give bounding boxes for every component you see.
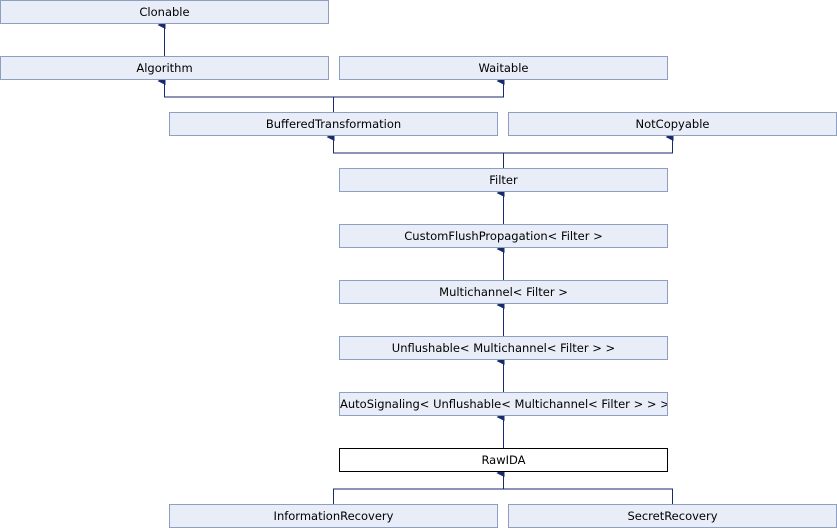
node-custom-flush-propagation[interactable]: CustomFlushPropagation< Filter >: [339, 224, 668, 248]
node-waitable[interactable]: Waitable: [339, 56, 668, 80]
node-information-recovery[interactable]: InformationRecovery: [169, 504, 498, 528]
edge-secret_recovery-to-raw_ida: [496, 469, 673, 504]
node-auto-signaling[interactable]: AutoSignaling< Unflushable< Multichannel…: [339, 392, 668, 416]
node-secret-recovery[interactable]: SecretRecovery: [508, 504, 837, 528]
node-filter[interactable]: Filter: [339, 168, 668, 192]
edge-filter-to-buffered_transformation: [326, 133, 504, 168]
node-raw-ida: RawIDA: [339, 448, 668, 472]
edge-buffered_transformation-to-algorithm: [157, 77, 334, 112]
node-algorithm[interactable]: Algorithm: [0, 56, 329, 80]
edge-information_recovery-to-raw_ida: [333, 469, 505, 504]
node-multichannel[interactable]: Multichannel< Filter >: [339, 280, 668, 304]
edge-buffered_transformation-to-waitable: [333, 77, 505, 112]
edge-filter-to-not_copyable: [503, 133, 674, 168]
node-clonable[interactable]: Clonable: [0, 0, 329, 24]
node-buffered-transformation[interactable]: BufferedTransformation: [169, 112, 498, 136]
node-unflushable[interactable]: Unflushable< Multichannel< Filter > >: [339, 336, 668, 360]
node-not-copyable[interactable]: NotCopyable: [508, 112, 837, 136]
